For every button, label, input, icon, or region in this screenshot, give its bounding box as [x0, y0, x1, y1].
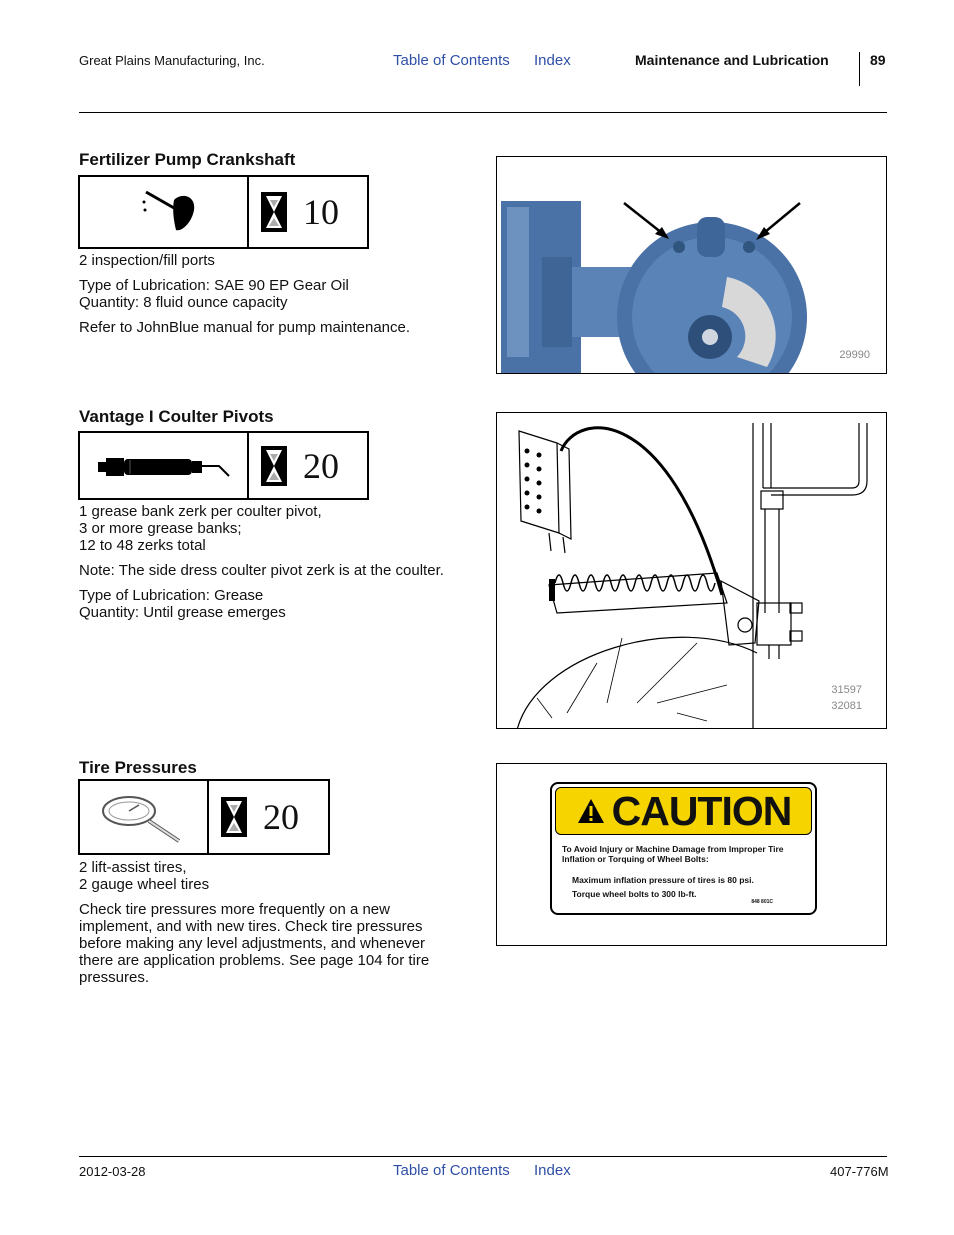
- coulter-lube-type: Type of Lubrication: Grease: [79, 587, 264, 604]
- hourglass-icon: [221, 797, 247, 837]
- header-toc-link[interactable]: Table of Contents: [393, 52, 510, 69]
- interval-hours: 20: [303, 445, 339, 486]
- oil-can-icon: [80, 177, 249, 247]
- coulter-note: Note: The side dress coulter pivot zerk …: [79, 562, 444, 579]
- tire-description: 2 lift-assist tires, 2 gauge wheel tires…: [79, 859, 454, 994]
- pump-figure: 29990: [496, 156, 887, 374]
- footer-rule: [79, 1156, 887, 1157]
- caution-heading: CAUTION: [611, 787, 793, 834]
- caution-part-number: 848 801C: [751, 899, 773, 905]
- pump-lube-type: Type of Lubrication: SAE 90 EP Gear Oil: [79, 277, 349, 294]
- pump-quantity: Quantity: 8 fluid ounce capacity: [79, 294, 288, 311]
- lube-interval-box-tires: 20: [78, 779, 330, 855]
- header-rule: [79, 112, 887, 113]
- tire-check-advice: Check tire pressures more frequently on …: [79, 901, 430, 986]
- coulter-description: 1 grease bank zerk per coulter pivot, 3 …: [79, 503, 479, 629]
- footer-toc-link[interactable]: Table of Contents: [393, 1162, 510, 1179]
- coulter-pivots-heading: Vantage I Coulter Pivots: [79, 407, 274, 426]
- coulter-quantity: Quantity: Until grease emerges: [79, 604, 286, 621]
- section-title: Maintenance and Lubrication: [635, 52, 829, 68]
- page-number: 89: [870, 52, 886, 68]
- caution-line1: To Avoid Injury or Machine Damage from I…: [562, 844, 784, 864]
- figure-number-1: 31597: [831, 684, 862, 696]
- figure-number: 29990: [839, 349, 870, 361]
- coulter-zerk-count: 1 grease bank zerk per coulter pivot,: [79, 503, 322, 520]
- caution-decal: CAUTION To Avoid Injury or Machine Damag…: [550, 782, 817, 915]
- coulter-pivot-illustration: [517, 423, 868, 728]
- caution-figure: CAUTION To Avoid Injury or Machine Damag…: [496, 763, 887, 946]
- lube-interval-box-coulter: 20: [78, 431, 369, 500]
- footer-date: 2012-03-28: [79, 1164, 146, 1179]
- header-divider: [859, 52, 860, 86]
- figure-number-2: 32081: [831, 700, 862, 712]
- footer-index-link[interactable]: Index: [534, 1162, 571, 1179]
- interval-cell: 20: [209, 781, 299, 853]
- hourglass-icon: [261, 445, 287, 486]
- tire-gauge-wheels: 2 gauge wheel tires: [79, 876, 210, 893]
- fertilizer-pump-illustration: [501, 201, 807, 373]
- warning-triangle-icon: [577, 799, 604, 823]
- pump-manual-ref: Refer to JohnBlue manual for pump mainte…: [79, 319, 411, 336]
- pump-ports: 2 inspection/fill ports: [79, 252, 215, 269]
- footer-doc-number: 407-776M: [830, 1164, 889, 1179]
- coulter-zerks-total: 12 to 48 zerks total: [79, 537, 206, 554]
- hourglass-icon: [261, 192, 287, 232]
- interval-hours: 10: [303, 192, 339, 232]
- coulter-figure: 31597 32081: [496, 412, 887, 729]
- company-name: Great Plains Manufacturing, Inc.: [79, 53, 265, 68]
- interval-cell: 20: [249, 433, 339, 498]
- interval-cell: 10: [249, 177, 339, 247]
- tire-pressures-heading: Tire Pressures: [79, 758, 197, 777]
- caution-line3: Torque wheel bolts to 300 lb-ft.: [572, 889, 697, 899]
- fertilizer-pump-heading: Fertilizer Pump Crankshaft: [79, 150, 296, 169]
- lube-interval-box-pump: 10: [78, 175, 369, 249]
- header-index-link[interactable]: Index: [534, 52, 571, 69]
- coulter-grease-banks: 3 or more grease banks;: [79, 520, 242, 537]
- caution-line2: Maximum inflation pressure of tires is 8…: [572, 875, 754, 885]
- tire-lift-assist: 2 lift-assist tires,: [79, 859, 187, 876]
- grease-gun-icon: [80, 433, 249, 498]
- tire-gauge-icon: [80, 781, 209, 853]
- interval-hours: 20: [263, 797, 299, 837]
- pump-description: 2 inspection/fill ports Type of Lubricat…: [79, 252, 479, 344]
- caution-header: CAUTION: [555, 787, 812, 835]
